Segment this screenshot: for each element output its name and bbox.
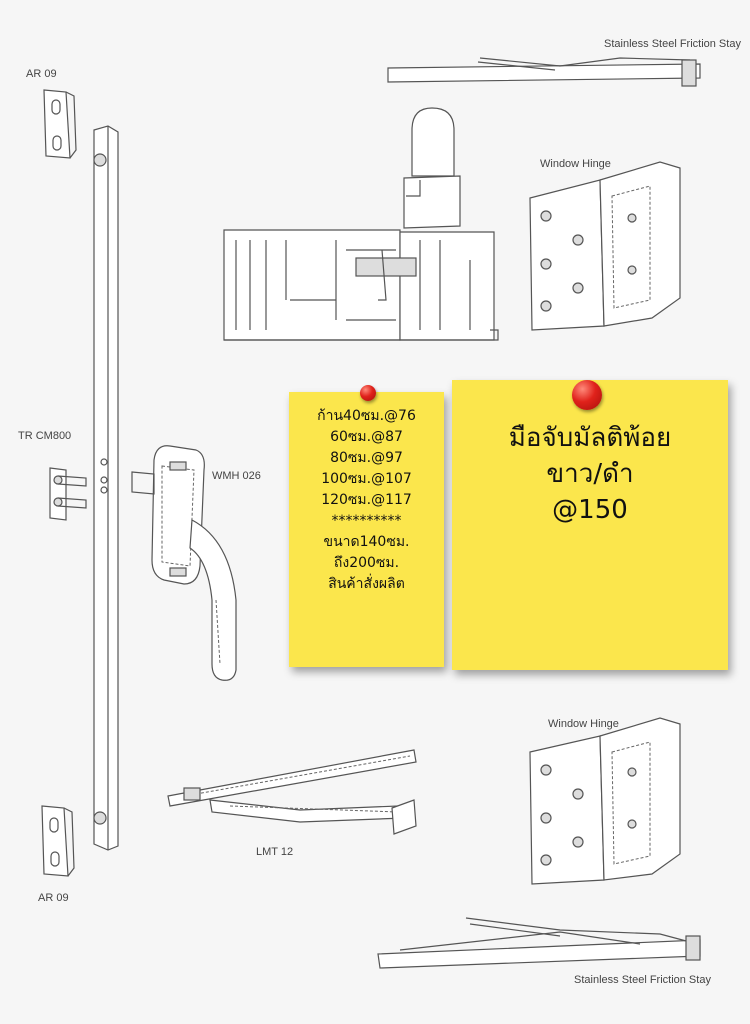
price-list: ก้าน40ซม.@76 60ซม.@87 80ซม.@97 100ซม.@10… [289, 406, 444, 595]
label-tr-cm800: TR CM800 [18, 430, 72, 442]
price-line: ก้าน40ซม.@76 [317, 408, 416, 424]
separator-line: ********** [331, 513, 402, 529]
handle-name: มือจับมัลติพ้อย [508, 423, 672, 453]
window-hinge-bottom-drawing [529, 717, 681, 885]
label-lmt12: LMT 12 [256, 846, 294, 858]
size-note-line: ขนาด140ซม. [323, 534, 410, 550]
price-line: 60ซม.@87 [330, 429, 403, 445]
sticky-note-handle: มือจับมัลติพ้อย ขาว/ดำ @150 [452, 380, 728, 670]
window-hinge-top-drawing [529, 161, 681, 331]
price-line: 80ซม.@97 [330, 450, 403, 466]
handle-colors: ขาว/ดำ [546, 459, 634, 489]
handle-price-text: มือจับมัลติพ้อย ขาว/ดำ @150 [452, 420, 728, 528]
label-ar09-top: AR 09 [26, 68, 57, 80]
push-pin-icon [572, 380, 602, 410]
label-friction-stay-top: Stainless Steel Friction Stay [604, 38, 741, 50]
espagnolette-bar-drawing [93, 125, 119, 851]
lmt12-stay-drawing [167, 749, 417, 835]
handle-wmh026-drawing [131, 445, 237, 681]
label-friction-stay-bottom: Stainless Steel Friction Stay [574, 974, 711, 986]
label-window-hinge-bottom: Window Hinge [548, 718, 619, 730]
tr-cm800-drawing [49, 467, 87, 521]
label-ar09-bottom: AR 09 [38, 892, 69, 904]
made-to-order-line: สินค้าสั่งผลิต [328, 576, 405, 592]
label-wmh026: WMH 026 [212, 470, 261, 482]
price-line: 120ซม.@117 [321, 492, 412, 508]
ar09-bottom-drawing [41, 805, 75, 877]
handle-price: @150 [552, 495, 628, 525]
size-note-line: ถึง200ซม. [333, 555, 400, 571]
price-line: 100ซม.@107 [321, 471, 412, 487]
friction-stay-top-drawing [387, 57, 701, 87]
sticky-note-prices: ก้าน40ซม.@76 60ซม.@87 80ซม.@97 100ซม.@10… [289, 392, 444, 667]
label-window-hinge-top: Window Hinge [540, 158, 611, 170]
friction-stay-bottom-drawing [377, 917, 701, 969]
push-pin-icon [360, 385, 376, 401]
window-profile-section-drawing [223, 107, 499, 341]
ar09-top-drawing [43, 89, 77, 159]
